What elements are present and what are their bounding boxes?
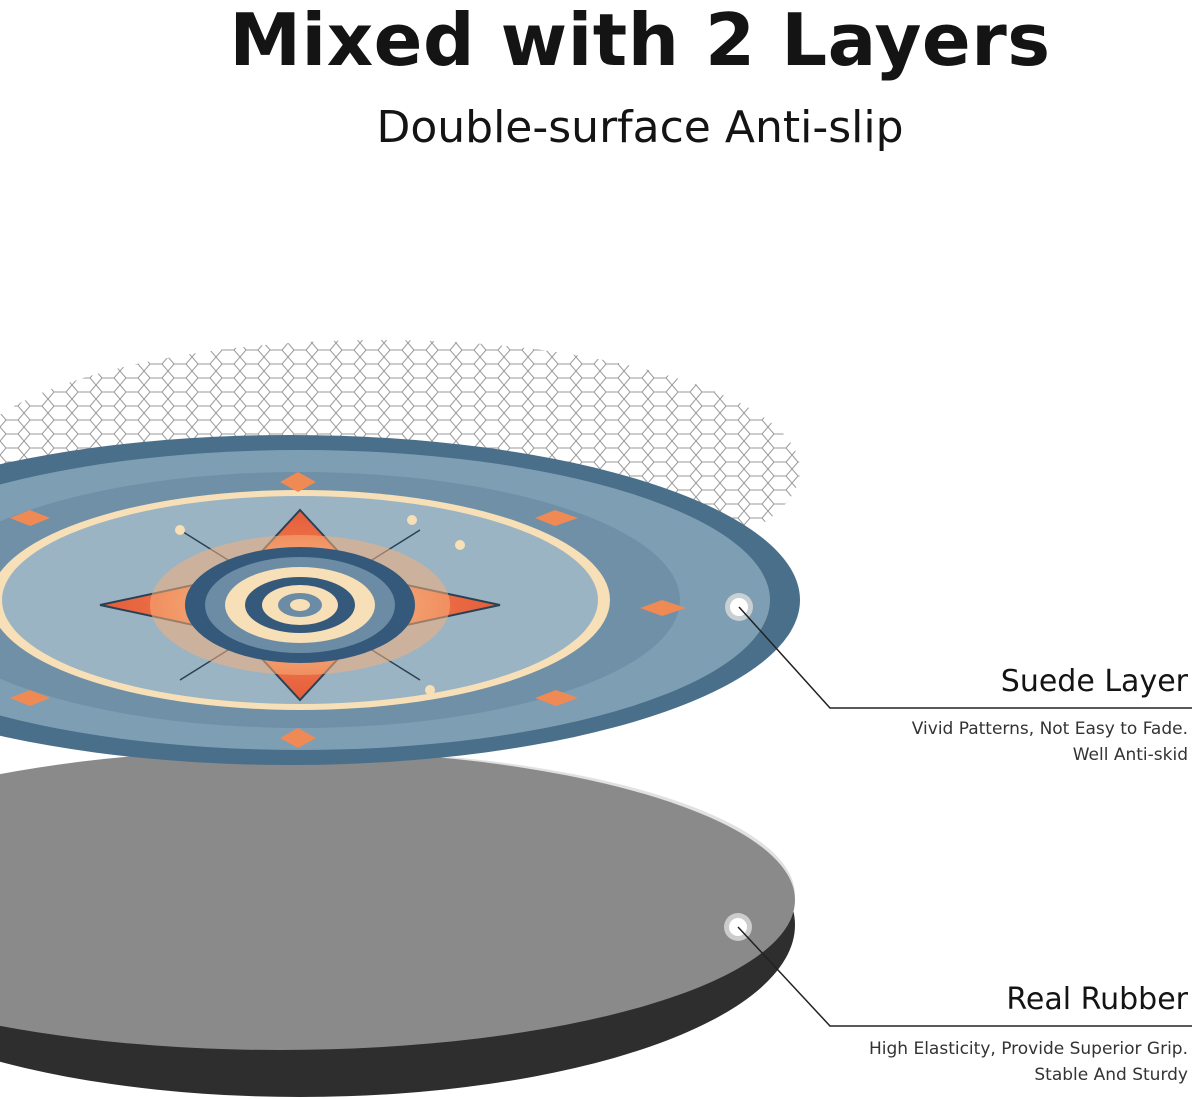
suede-layer-title: Suede Layer xyxy=(1000,664,1188,699)
page-subtitle: Double-surface Anti-slip xyxy=(376,102,904,153)
page-title: Mixed with 2 Layers xyxy=(229,0,1051,82)
rubber-layer-description: High Elasticity, Provide Superior Grip. … xyxy=(869,1036,1188,1088)
suede-layer xyxy=(0,435,800,765)
rubber-callout xyxy=(724,913,1192,1027)
rubber-layer-title: Real Rubber xyxy=(1006,982,1188,1017)
rubber-description-line: Stable And Sturdy xyxy=(1034,1065,1188,1085)
suede-description-line: Vivid Patterns, Not Easy to Fade. xyxy=(911,719,1188,739)
suede-callout xyxy=(725,593,1192,709)
rubber-layer xyxy=(0,750,795,1097)
rubber-description-line: High Elasticity, Provide Superior Grip. xyxy=(868,1039,1188,1059)
suede-layer-description: Vivid Patterns, Not Easy to Fade. Well A… xyxy=(912,716,1188,768)
suede-description-line: Well Anti-skid xyxy=(1072,745,1188,765)
